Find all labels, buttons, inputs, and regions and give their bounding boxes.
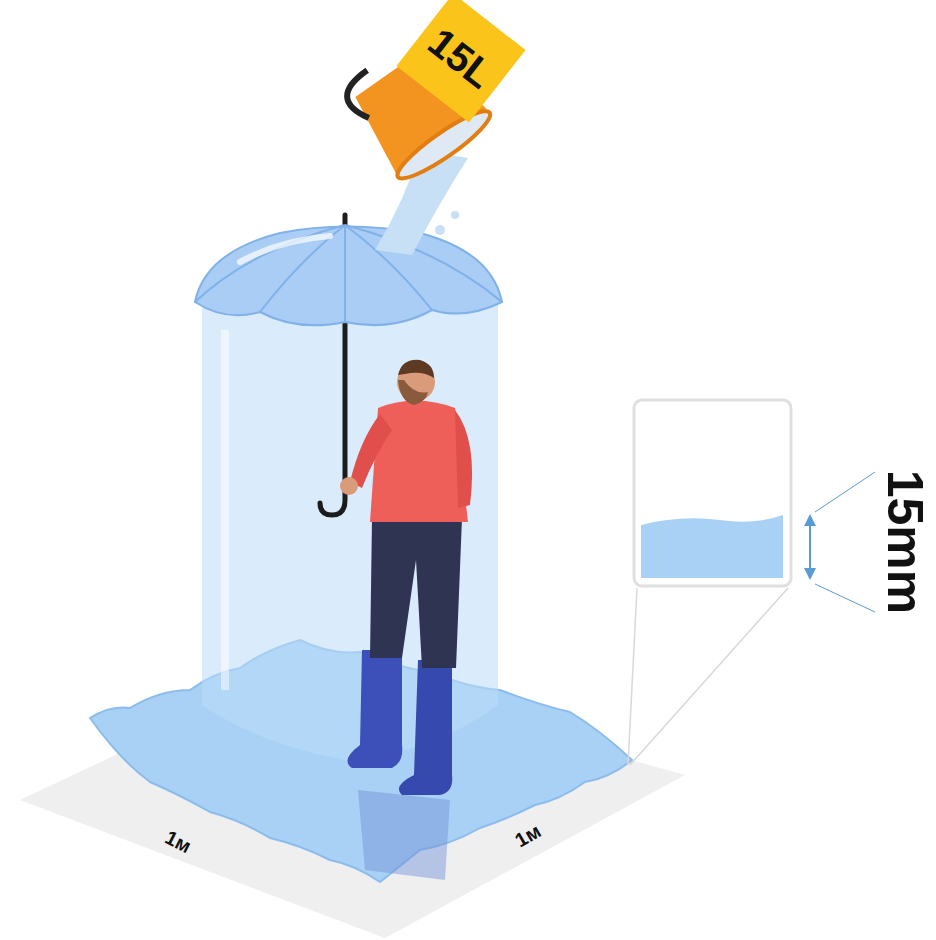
shirt-arm	[455, 410, 472, 508]
bucket-opening	[391, 103, 497, 187]
shirt	[370, 401, 468, 523]
dimension-arrow	[809, 518, 811, 576]
dimension-label: 15mm	[876, 470, 934, 615]
pants	[370, 518, 462, 668]
inset-water	[641, 515, 783, 578]
hand	[340, 477, 358, 495]
column-highlight	[221, 330, 229, 690]
bucket-handle	[340, 70, 391, 122]
leader-line	[815, 472, 875, 612]
umbrella-rib	[195, 225, 502, 322]
beard	[398, 380, 428, 405]
hair	[398, 360, 434, 378]
reflection	[358, 790, 450, 880]
volume-label: 15L	[420, 19, 502, 97]
water-column	[202, 300, 498, 760]
canopy-highlight	[240, 236, 330, 262]
inset-box	[634, 400, 791, 586]
shirt-arm	[350, 414, 392, 488]
water-drop	[451, 211, 459, 219]
arrow-head	[804, 514, 816, 580]
boot	[348, 650, 403, 768]
umbrella-canopy	[195, 227, 502, 326]
boot	[399, 660, 452, 795]
leader-line	[628, 588, 788, 765]
water-drop	[435, 225, 445, 235]
